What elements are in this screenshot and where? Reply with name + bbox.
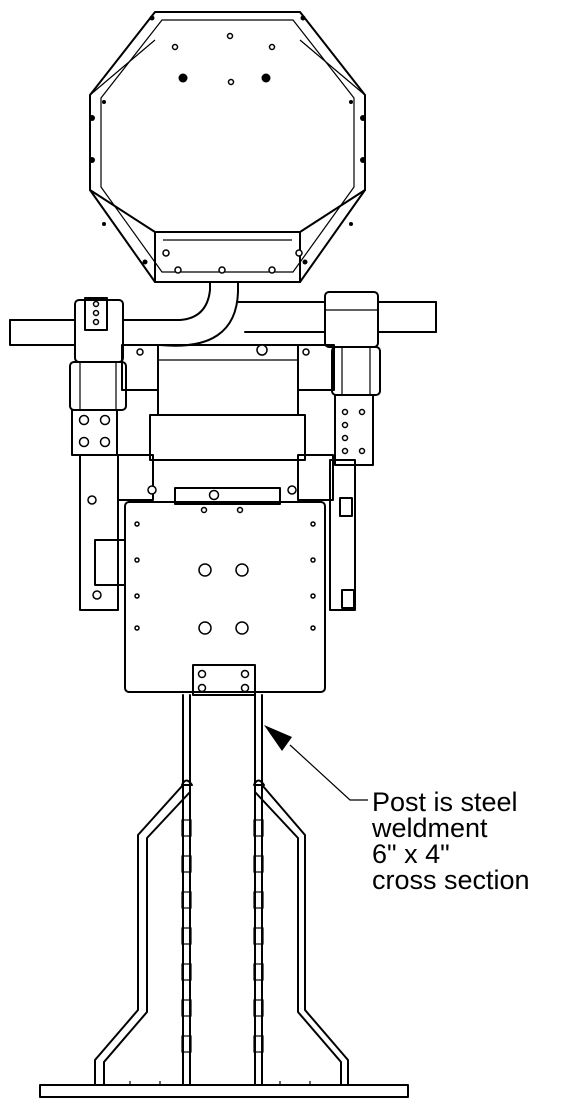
right-clamp	[324, 291, 381, 609]
callout-line-4: cross section	[372, 865, 530, 895]
base-plate	[39, 1081, 409, 1098]
post	[181, 694, 265, 1086]
callout-line-3: 6" x 4"	[372, 839, 450, 869]
crossbar	[9, 281, 437, 347]
octagon-enclosure	[89, 11, 366, 283]
mounting-plate	[94, 501, 326, 696]
callout-line-1: Post is steel	[372, 787, 518, 817]
callout-line-2: weldment	[371, 813, 488, 843]
left-clamp	[69, 297, 127, 456]
callout-text: Post is steel weldment 6" x 4" cross sec…	[371, 787, 530, 895]
central-body	[79, 344, 356, 611]
callout-leader	[264, 725, 368, 801]
post-slots	[181, 819, 264, 1053]
gussets	[94, 784, 349, 1086]
